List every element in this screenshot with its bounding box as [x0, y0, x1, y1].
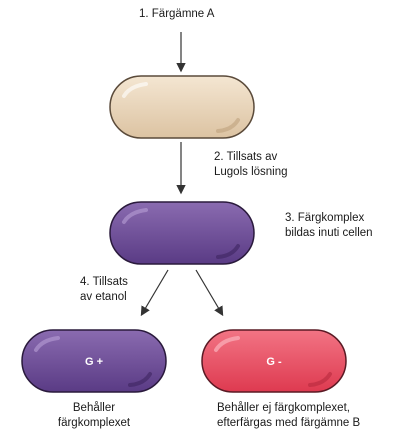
gram-positive-cell: G + [22, 330, 166, 392]
result-left-line2: färgkomplexet [44, 416, 144, 431]
stained-cell-complex [110, 202, 254, 264]
result-gram-positive: Behåller färgkomplexet [44, 401, 144, 431]
step2-line2: Lugols lösning [214, 165, 288, 180]
step3-line1: 3. Färgkomplex [285, 211, 373, 226]
result-gram-negative: Behåller ej färgkomplexet, efterfärgas m… [217, 401, 360, 431]
step4-line1: 4. Tillsats [80, 275, 128, 290]
unstained-cell [110, 76, 254, 138]
step2-label: 2. Tillsats av Lugols lösning [214, 150, 288, 180]
arrow-step4-left [142, 270, 168, 314]
step2-line1: 2. Tillsats av [214, 150, 288, 165]
gram-negative-label: G - [266, 356, 282, 368]
step4-line2: av etanol [80, 290, 128, 305]
step1-label: 1. Färgämne A [139, 7, 214, 22]
gram-positive-label: G + [85, 356, 103, 368]
gram-negative-cell: G - [202, 330, 346, 392]
arrow-step4-right [196, 270, 222, 314]
step3-line2: bildas inuti cellen [285, 226, 373, 241]
step4-label: 4. Tillsats av etanol [80, 275, 128, 305]
step3-label: 3. Färgkomplex bildas inuti cellen [285, 211, 373, 241]
result-right-line2: efterfärgas med färgämne B [217, 416, 360, 431]
result-left-line1: Behåller [44, 401, 144, 416]
result-right-line1: Behåller ej färgkomplexet, [217, 401, 360, 416]
